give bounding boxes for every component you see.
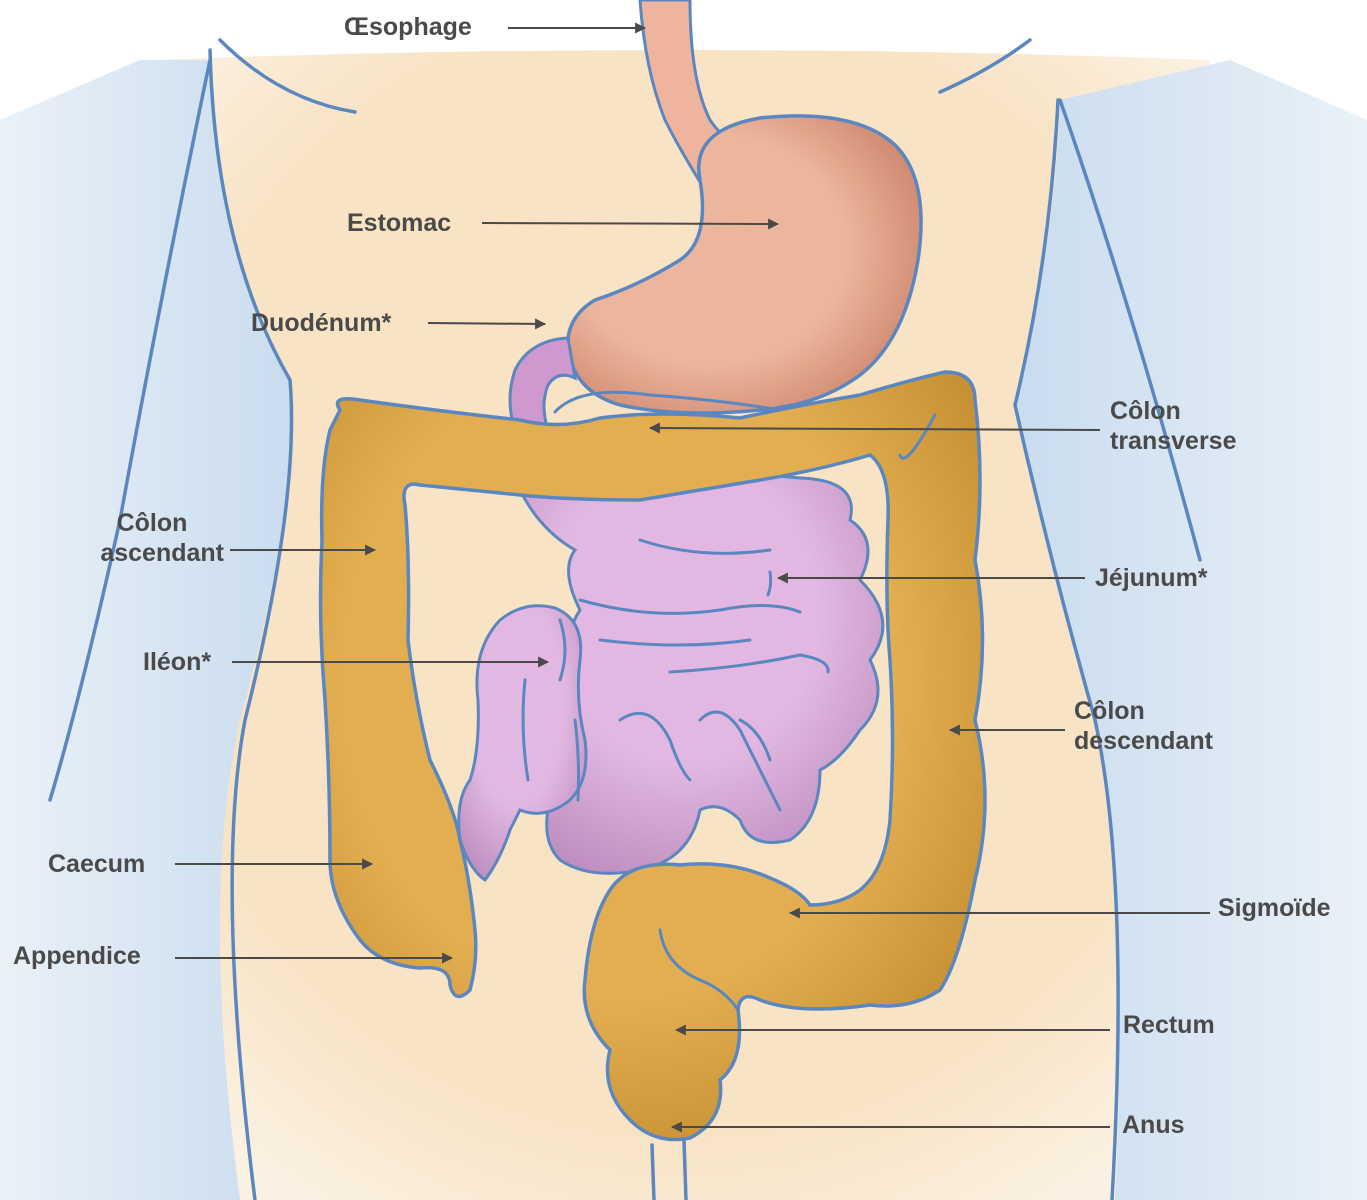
label-sigmoide: Sigmoïde [1218, 893, 1331, 923]
label-appendice: Appendice [13, 941, 141, 971]
label-colon-transverse: Côlon transverse [1110, 396, 1236, 456]
label-rectum: Rectum [1123, 1010, 1215, 1040]
leg-line-right [684, 1140, 686, 1200]
label-colon-descendant-line2: descendant [1074, 726, 1213, 756]
leg-line-left [652, 1145, 654, 1200]
label-duodenum: Duodénum* [251, 308, 391, 338]
label-colon-ascendant-line2: ascendant [76, 538, 224, 568]
label-ileon: Iléon* [143, 647, 211, 677]
label-jejunum: Jéjunum* [1095, 563, 1208, 593]
label-anus: Anus [1122, 1110, 1185, 1140]
label-colon-descendant: Côlon descendant [1074, 696, 1213, 756]
duodenum-arrow [428, 323, 545, 324]
label-caecum: Caecum [48, 849, 145, 879]
label-colon-ascendant: Côlon ascendant [76, 508, 224, 568]
label-colon-transverse-line2: transverse [1110, 426, 1236, 456]
label-estomac: Estomac [347, 208, 451, 238]
estomac-arrow [482, 223, 778, 224]
label-colon-transverse-line1: Côlon [1110, 396, 1236, 426]
label-colon-descendant-line1: Côlon [1074, 696, 1213, 726]
label-colon-ascendant-line1: Côlon [76, 508, 224, 538]
label-oesophage: Œsophage [344, 12, 472, 42]
